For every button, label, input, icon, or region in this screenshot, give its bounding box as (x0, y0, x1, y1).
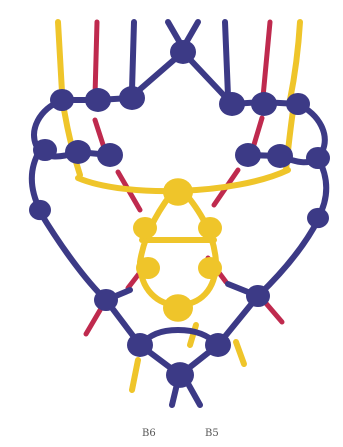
blue-top-strand-2 (225, 22, 228, 96)
red-top-strand-left (95, 22, 97, 96)
label-b6: B6 (142, 428, 156, 439)
blue-node-6 (286, 93, 310, 115)
blue-node-8 (65, 140, 91, 164)
blue-node-16 (246, 285, 270, 307)
blue-lower-chain (40, 212, 318, 375)
yellow-node-21 (133, 217, 157, 239)
blue-node-2 (119, 86, 145, 110)
blue-node-17 (127, 333, 153, 357)
yellow-top-strand-right (290, 22, 300, 100)
label-b5: B5 (205, 428, 219, 439)
yellow-node-22 (198, 217, 222, 239)
yellow-node-24 (198, 257, 222, 279)
blue-node-19 (166, 362, 194, 388)
blue-top-strand-1 (132, 22, 134, 90)
blue-node-14 (307, 208, 329, 228)
yellow-tail-right (236, 342, 244, 364)
blue-strands (32, 22, 327, 405)
blue-node-1 (85, 88, 111, 112)
yellow-node-25 (163, 294, 193, 322)
blue-node-10 (235, 143, 261, 167)
blue-node-0 (50, 89, 74, 111)
blue-node-11 (267, 144, 293, 168)
blue-node-9 (97, 143, 123, 167)
blue-node-5 (251, 92, 277, 116)
blue-node-3 (170, 40, 196, 64)
red-top-strand-right (263, 22, 270, 97)
blue-node-7 (33, 139, 57, 161)
blue-node-13 (29, 200, 51, 220)
yellow-node-23 (136, 257, 160, 279)
nodes (29, 40, 330, 388)
blue-node-18 (205, 333, 231, 357)
blue-node-15 (94, 289, 118, 311)
blue-node-4 (219, 92, 245, 116)
yellow-node-20 (163, 178, 193, 206)
yellow-tail-left (132, 360, 138, 390)
blue-node-12 (306, 147, 330, 169)
yellow-top-strand-left (58, 22, 62, 92)
